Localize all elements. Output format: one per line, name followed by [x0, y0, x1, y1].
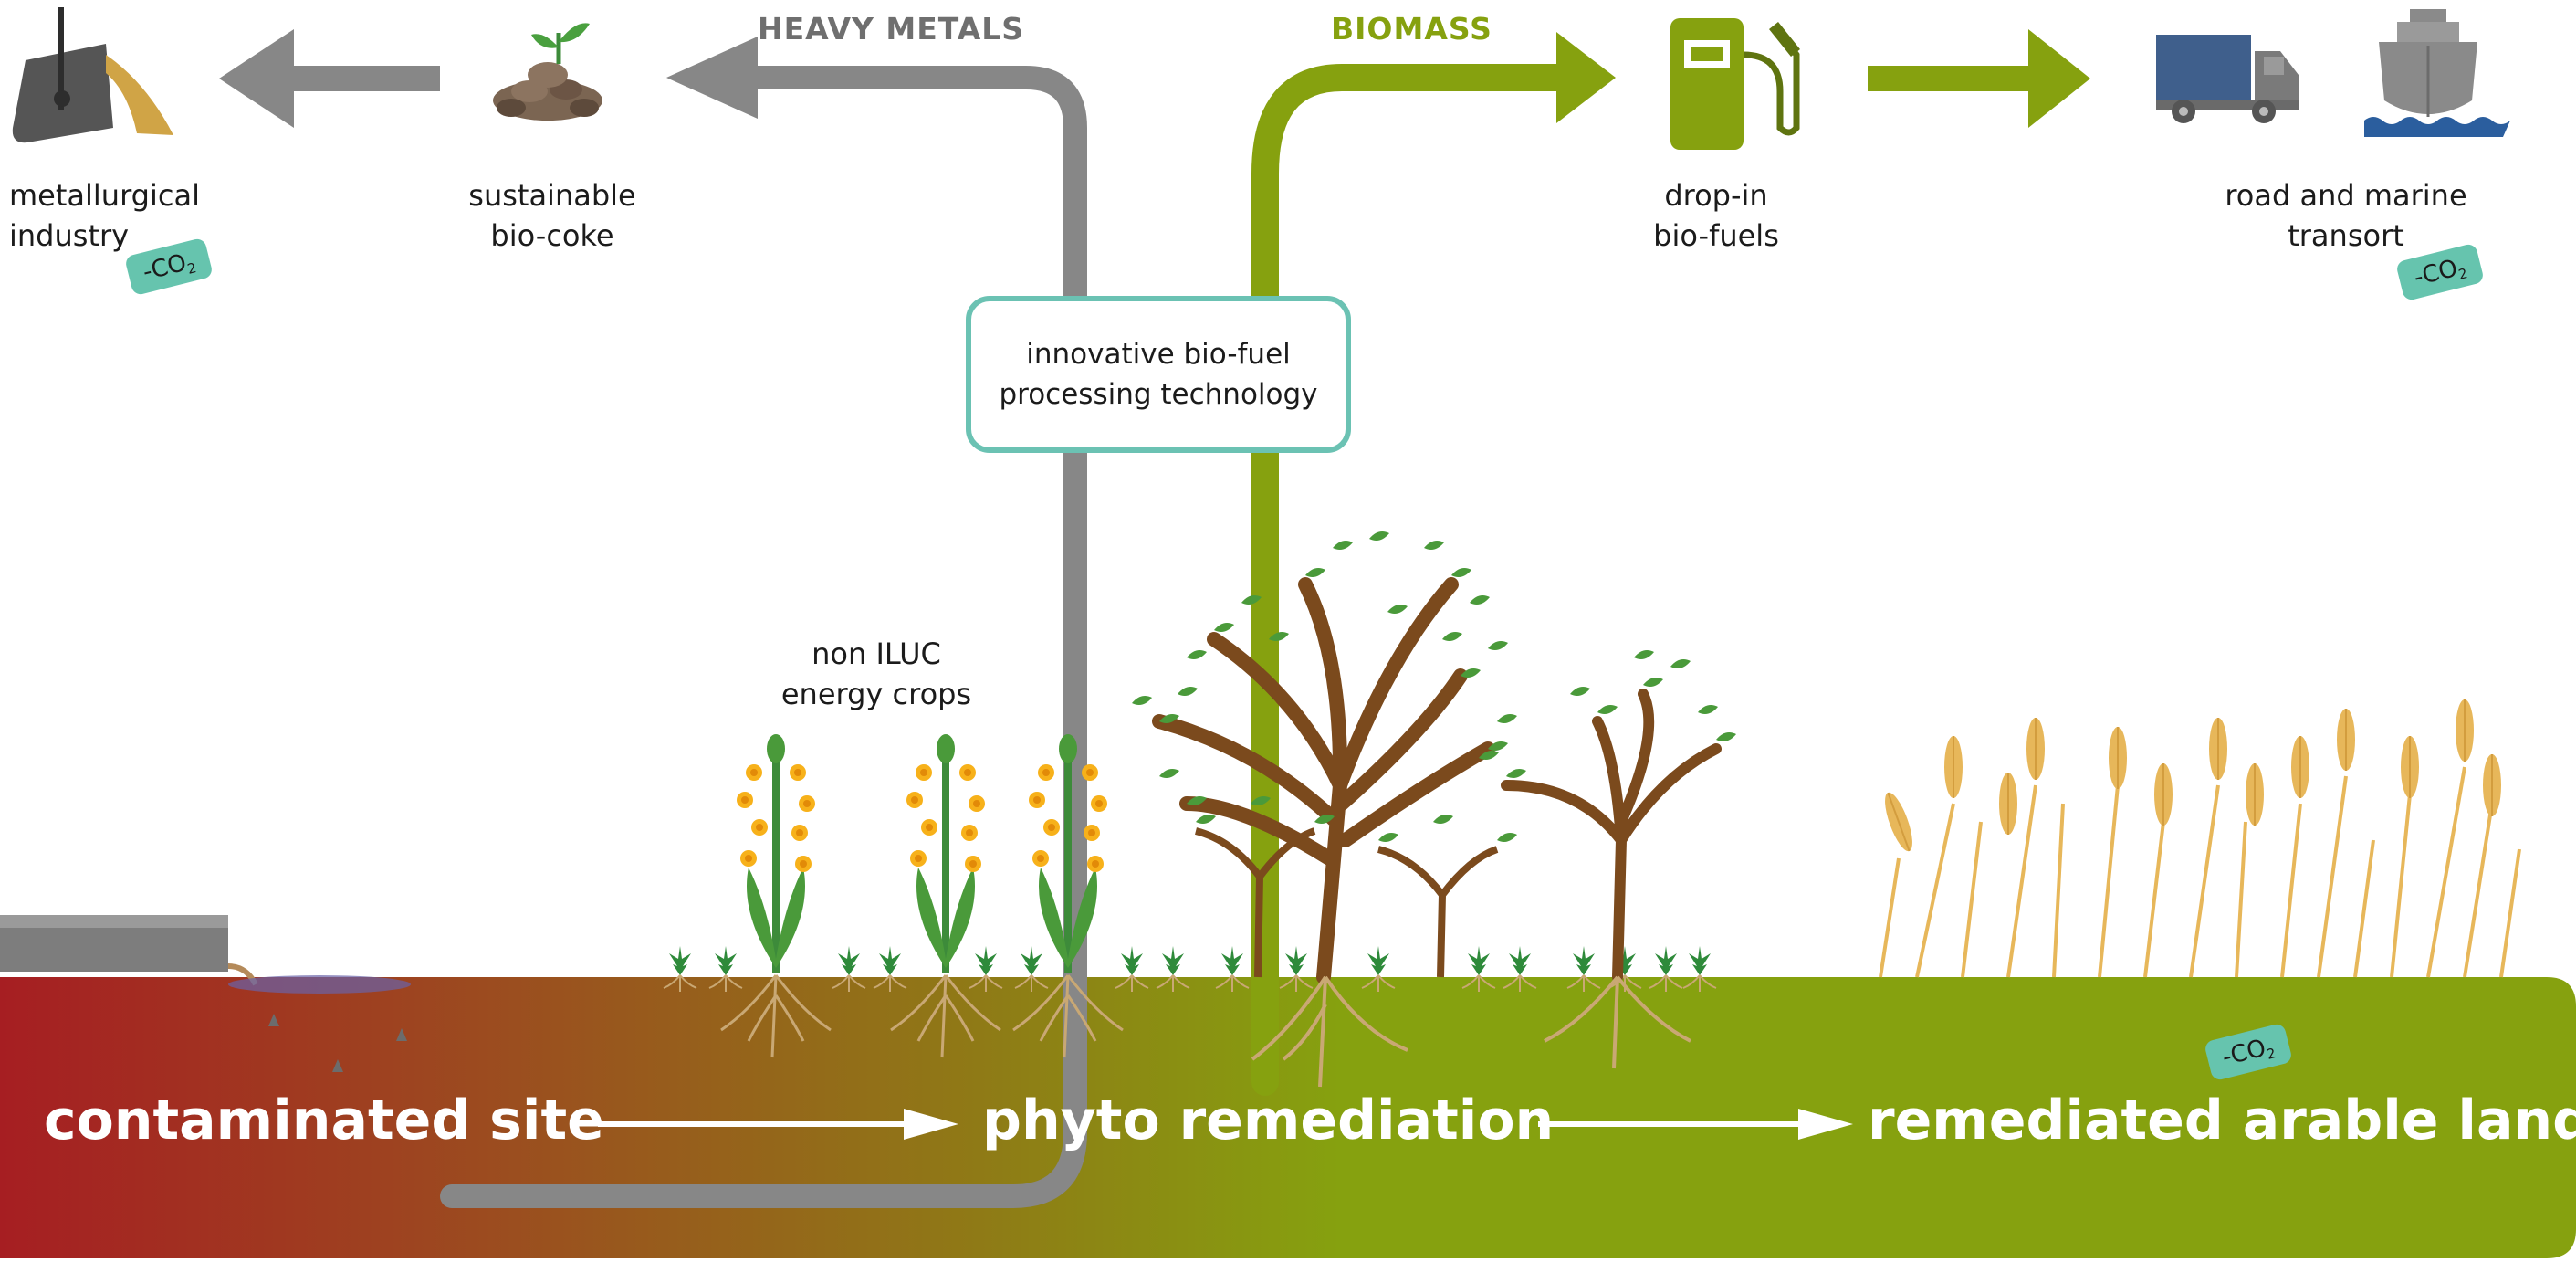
metallurgical-industry-label: metallurgical industry [9, 175, 200, 256]
bio-fuels-label: drop-in bio-fuels [1625, 175, 1807, 256]
metallurgical-line-2: industry [9, 218, 130, 253]
contaminated-site-label: contaminated site [44, 1088, 604, 1152]
fuel-pump-icon [1670, 18, 1800, 150]
trees [1132, 531, 1736, 1088]
transport-line-1: road and marine [2225, 178, 2467, 213]
process-line-1: innovative bio-fuel [1026, 338, 1291, 371]
bio-coke-icon [493, 23, 602, 121]
transport-line-2: transort [2288, 218, 2404, 253]
biomass-label: BIOMASS [1331, 11, 1492, 47]
ladle-icon [12, 7, 173, 143]
energy-crop-plants [720, 734, 1124, 1058]
bio-fuels-line-2: bio-fuels [1653, 218, 1779, 253]
processing-technology-box: innovative bio-fuel processing technolog… [966, 296, 1351, 453]
transport-label: road and marine transort [2200, 175, 2492, 256]
bio-coke-label: sustainable bio-coke [456, 175, 648, 256]
bio-coke-line-1: sustainable [468, 178, 636, 213]
heavy-metals-label: HEAVY METALS [758, 11, 1025, 47]
pipe-icon [0, 915, 411, 1072]
truck-icon [2156, 35, 2299, 123]
energy-crops-line-1: non ILUC [812, 636, 941, 671]
biomass-flow [1251, 29, 2090, 1096]
phyto-remediation-label: phyto remediation [982, 1088, 1555, 1152]
bio-fuels-line-1: drop-in [1664, 178, 1768, 213]
ship-icon [2364, 9, 2510, 137]
process-line-2: processing technology [999, 378, 1318, 411]
metallurgical-line-1: metallurgical [9, 178, 200, 213]
medium-tree [1479, 650, 1736, 1069]
ground-arrows [598, 1109, 1853, 1140]
remediated-land-label: remediated arable land [1868, 1088, 2576, 1152]
wheat-field [1878, 699, 2521, 978]
heavy-metals-flow [219, 29, 1087, 1208]
small-tree [1194, 796, 1517, 978]
bio-coke-line-2: bio-coke [490, 218, 614, 253]
energy-crops-line-2: energy crops [780, 677, 972, 711]
energy-crops-label: non ILUC energy crops [767, 634, 986, 714]
large-tree [1132, 531, 1517, 1088]
